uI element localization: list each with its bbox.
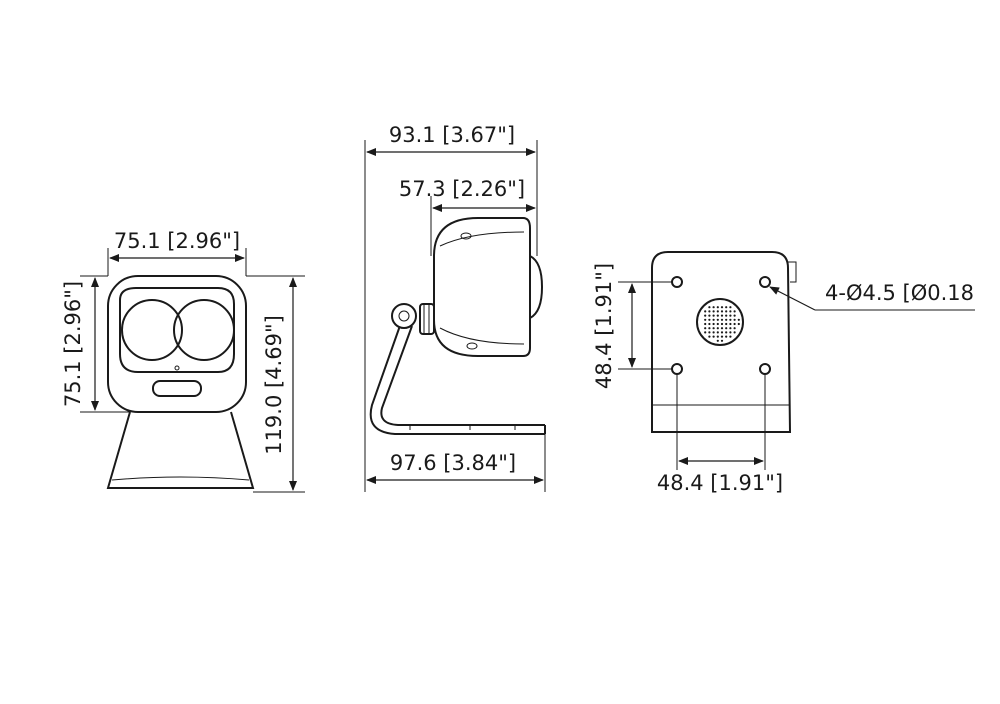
grille-dot [729, 335, 732, 338]
grille-dot [729, 318, 732, 321]
grille-dot [708, 331, 711, 334]
front-left-lens [121, 299, 183, 361]
side-base-length-label: 97.6 [3.84"] [390, 451, 516, 475]
side-camera-body [433, 217, 531, 357]
grille-dot [720, 335, 724, 338]
grille-dot [712, 306, 715, 309]
grille-dot [708, 310, 711, 313]
side-lens-dome [529, 254, 544, 320]
grille-dot [733, 331, 736, 334]
grille-dot [725, 331, 728, 334]
grille-dot [720, 318, 724, 321]
grille-dot [725, 322, 728, 326]
grille-dot [725, 310, 728, 313]
grille-dot [729, 322, 732, 326]
grille-dot [720, 331, 724, 334]
grille-dot [704, 314, 707, 317]
grille-dot [737, 318, 740, 321]
grille-dot [712, 331, 715, 334]
grille-dot [729, 314, 732, 317]
grille-dot [725, 314, 728, 317]
front-indicator [174, 365, 180, 371]
grille-dot [712, 310, 715, 313]
side-head-depth-label: 57.3 [2.26"] [399, 177, 525, 201]
grille-dot [712, 318, 715, 321]
grille-dot [720, 314, 724, 317]
grille-dot [708, 335, 711, 338]
grille-dot [704, 331, 707, 334]
grille-dot [733, 310, 736, 313]
grille-dot [716, 335, 719, 338]
grille-dot [712, 327, 715, 330]
grille-dot [712, 322, 715, 326]
front-stand [106, 411, 255, 489]
grille-dot [716, 306, 719, 309]
hole-callout-label: 4-Ø4.5 [Ø0.18 [825, 281, 974, 305]
grille-dot [733, 327, 736, 330]
grille-dot [712, 314, 715, 317]
mount-hole-top-right [759, 276, 771, 288]
side-stand-outer [369, 319, 545, 435]
grille-dot [720, 322, 724, 326]
grille-dot [733, 318, 736, 321]
grille-dot [725, 327, 728, 330]
grille-dot [704, 322, 707, 326]
side-mount-knob [419, 303, 435, 335]
grille-dot [704, 318, 707, 321]
grille-dot [708, 314, 711, 317]
grille-dot [725, 335, 728, 338]
front-view: 75.1 [2.96"] 75.1 [2.96"] 119.0 [4.69"] [61, 229, 305, 493]
side-top-width-label: 93.1 [3.67"] [389, 123, 515, 147]
grille-dot [729, 306, 732, 309]
grille-dot [725, 306, 728, 309]
grille-dot [716, 331, 719, 334]
back-plate [651, 251, 792, 433]
grille-dot [708, 322, 711, 326]
grille-dot [716, 339, 719, 342]
grille-dot [716, 322, 719, 326]
back-vertical-spacing-label: 48.4 [1.91"] [592, 263, 616, 389]
grille-dot [712, 335, 715, 338]
grille-dot [716, 318, 719, 321]
front-lens-panel [119, 287, 235, 373]
front-stand-base-line [111, 476, 250, 481]
grille-dot [729, 310, 732, 313]
grille-dot [725, 318, 728, 321]
grille-dot [720, 327, 724, 330]
back-speaker-grille [696, 298, 744, 346]
grille-dot [716, 314, 719, 317]
side-pivot [391, 303, 417, 329]
front-total-height-label: 119.0 [4.69"] [262, 315, 286, 455]
grille-dot [708, 306, 711, 309]
hole-callout-leader [769, 286, 816, 311]
grille-dot [708, 318, 711, 321]
front-width-label: 75.1 [2.96"] [114, 229, 240, 253]
grille-dot [720, 339, 724, 342]
side-stand-inner [380, 325, 545, 426]
back-horizontal-spacing-label: 48.4 [1.91"] [657, 471, 783, 495]
side-view: 93.1 [3.67"] 57.3 [2.26"] 97.6 [3.84"] [364, 123, 546, 492]
grille-dot [733, 314, 736, 317]
front-head-height-label: 75.1 [2.96"] [61, 281, 85, 407]
front-right-lens [173, 299, 235, 361]
front-light-bar [152, 380, 202, 397]
grille-dot [729, 327, 732, 330]
grille-dot [720, 306, 724, 309]
back-view: 48.4 [1.91"] 48.4 [1.91"] 4-Ø4.5 [Ø0.18 [592, 251, 975, 495]
grille-dot [704, 327, 707, 330]
grille-dot [716, 327, 719, 330]
grille-dot [737, 322, 740, 326]
grille-dot [708, 327, 711, 330]
grille-dot [704, 310, 707, 313]
grille-dot [720, 310, 724, 313]
grille-dot [716, 310, 719, 313]
grille-dot [733, 322, 736, 326]
grille-dot [729, 331, 732, 334]
speaker-grille-dots [704, 306, 740, 342]
